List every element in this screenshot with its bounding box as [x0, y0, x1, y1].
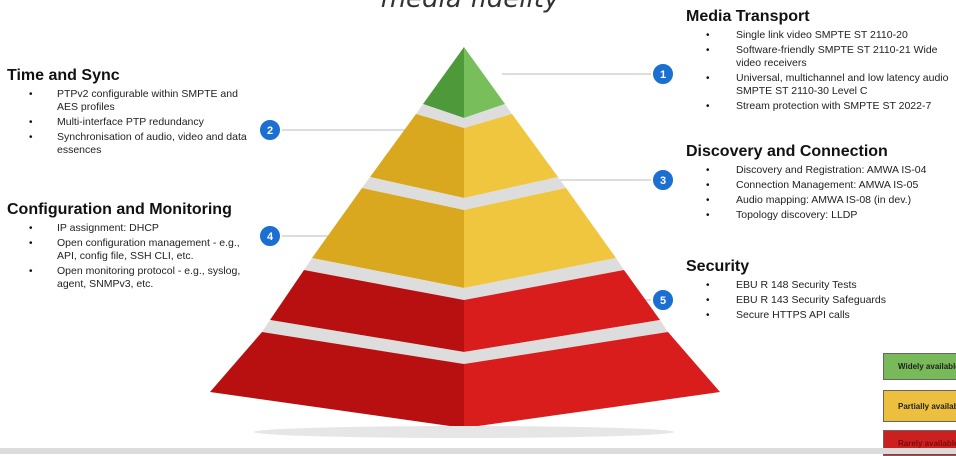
pyramid-gap-2: [362, 177, 566, 210]
marker-1-label: 1: [660, 69, 666, 81]
list-item: Single link video SMPTE ST 2110-20: [686, 29, 956, 42]
pyramid-gap-3: [304, 258, 624, 300]
pyramid-level-1: [423, 47, 505, 118]
list-item: Secure HTTPS API calls: [686, 309, 946, 322]
marker-2: 2: [258, 118, 282, 142]
list-item: PTPv2 configurable within SMPTE and AES …: [7, 88, 247, 114]
marker-4: 4: [258, 224, 282, 248]
bullet-list: Single link video SMPTE ST 2110-20 Softw…: [686, 29, 956, 113]
section-media-transport: Media Transport Single link video SMPTE …: [686, 8, 956, 115]
section-heading: Configuration and Monitoring: [7, 201, 232, 218]
legend-partially-available: Partially available: [883, 390, 956, 422]
list-item: Topology discovery: LLDP: [686, 209, 956, 222]
bullet-list: Discovery and Registration: AMWA IS-04 C…: [686, 164, 956, 222]
list-item: Discovery and Registration: AMWA IS-04: [686, 164, 956, 177]
pyramid-shadow: [254, 426, 674, 438]
list-item: Connection Management: AMWA IS-05: [686, 179, 956, 192]
list-item: Synchronisation of audio, video and data…: [7, 131, 247, 157]
section-configuration-and-monitoring: Configuration and Monitoring IP assignme…: [7, 201, 252, 293]
marker-2-label: 2: [267, 125, 273, 137]
list-item: Audio mapping: AMWA IS-08 (in dev.): [686, 194, 956, 207]
section-discovery-and-connection: Discovery and Connection Discovery and R…: [686, 143, 956, 224]
marker-3-label: 3: [660, 175, 666, 187]
marker-4-label: 4: [267, 231, 274, 243]
list-item: Universal, multichannel and low latency …: [686, 72, 956, 98]
section-heading: Time and Sync: [7, 67, 120, 84]
marker-1: 1: [651, 62, 675, 86]
list-item: Multi-interface PTP redundancy: [7, 116, 247, 129]
section-security: Security EBU R 148 Security Tests EBU R …: [686, 258, 946, 324]
marker-5: 5: [651, 288, 675, 312]
bullet-list: EBU R 148 Security Tests EBU R 143 Secur…: [686, 279, 946, 322]
list-item: Open configuration management - e.g., AP…: [7, 237, 252, 263]
list-item: Open monitoring protocol - e.g., syslog,…: [7, 265, 252, 291]
bottom-divider: [0, 448, 956, 454]
list-item: Stream protection with SMPTE ST 2022-7: [686, 100, 956, 113]
marker-5-label: 5: [660, 295, 666, 307]
list-item: IP assignment: DHCP: [7, 222, 252, 235]
list-item: Software-friendly SMPTE ST 2110-21 Wide …: [686, 44, 956, 70]
pyramid-gap-4: [262, 320, 668, 364]
section-heading: Discovery and Connection: [686, 143, 888, 160]
bullet-list: PTPv2 configurable within SMPTE and AES …: [7, 88, 247, 157]
diagram-title: media fidelity: [340, 0, 600, 14]
marker-3: 3: [651, 168, 675, 192]
list-item: EBU R 143 Security Safeguards: [686, 294, 946, 307]
legend-widely-available: Widely available: [883, 353, 956, 380]
section-heading: Security: [686, 258, 750, 275]
section-time-and-sync: Time and Sync PTPv2 configurable within …: [7, 67, 247, 159]
section-heading: Media Transport: [686, 8, 810, 25]
pyramid-level-4: [270, 270, 660, 352]
bullet-list: IP assignment: DHCP Open configuration m…: [7, 222, 252, 291]
list-item: EBU R 148 Security Tests: [686, 279, 946, 292]
pyramid-gap-1: [416, 104, 512, 128]
pyramid-level-5: [210, 332, 720, 428]
pyramid-level-2: [370, 114, 558, 198]
pyramid-level-3: [312, 188, 616, 288]
